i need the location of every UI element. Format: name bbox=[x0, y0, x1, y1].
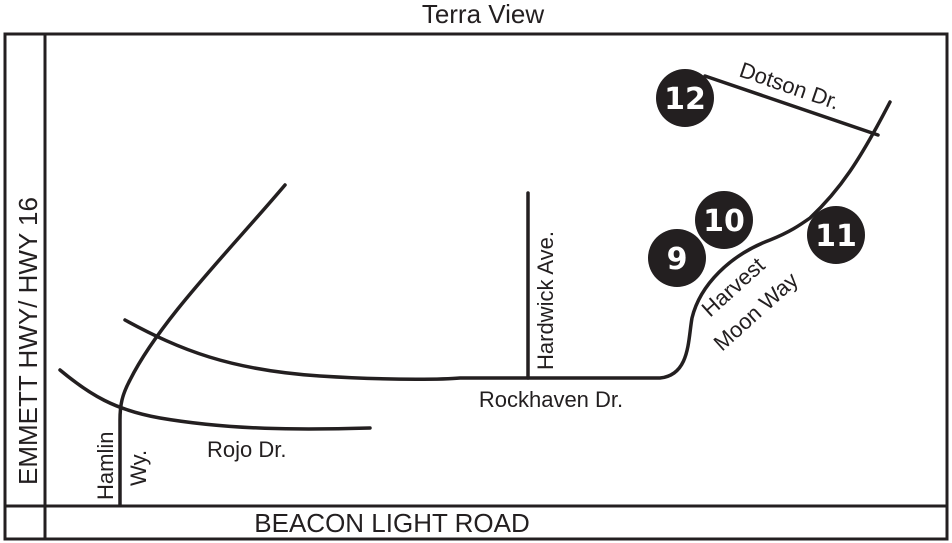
svg-text:10: 10 bbox=[703, 204, 745, 239]
map-frame bbox=[3, 32, 949, 541]
hamlin-road bbox=[118, 183, 287, 507]
map-title: Terra View bbox=[422, 0, 545, 29]
highway-label: EMMETT HWY/ HWY 16 bbox=[13, 197, 43, 485]
rockhaven-label: Rockhaven Dr. bbox=[479, 387, 623, 412]
hamlin-wy-label: Wy. bbox=[126, 450, 151, 486]
rojo-road bbox=[58, 368, 372, 431]
svg-text:9: 9 bbox=[667, 242, 688, 277]
marker-12[interactable]: 12 bbox=[656, 69, 714, 127]
rockhaven-road bbox=[123, 100, 892, 381]
hardwick-label: Hardwick Ave. bbox=[533, 231, 558, 370]
hamlin-label: Hamlin bbox=[93, 432, 118, 500]
rojo-label: Rojo Dr. bbox=[207, 437, 286, 462]
svg-text:11: 11 bbox=[815, 219, 857, 254]
marker-11[interactable]: 11 bbox=[807, 206, 865, 264]
dotson-road bbox=[703, 74, 880, 137]
marker-10[interactable]: 10 bbox=[695, 191, 753, 249]
marker-9[interactable]: 9 bbox=[648, 229, 706, 287]
svg-text:12: 12 bbox=[664, 82, 706, 117]
beacon-label: BEACON LIGHT ROAD bbox=[254, 508, 529, 538]
